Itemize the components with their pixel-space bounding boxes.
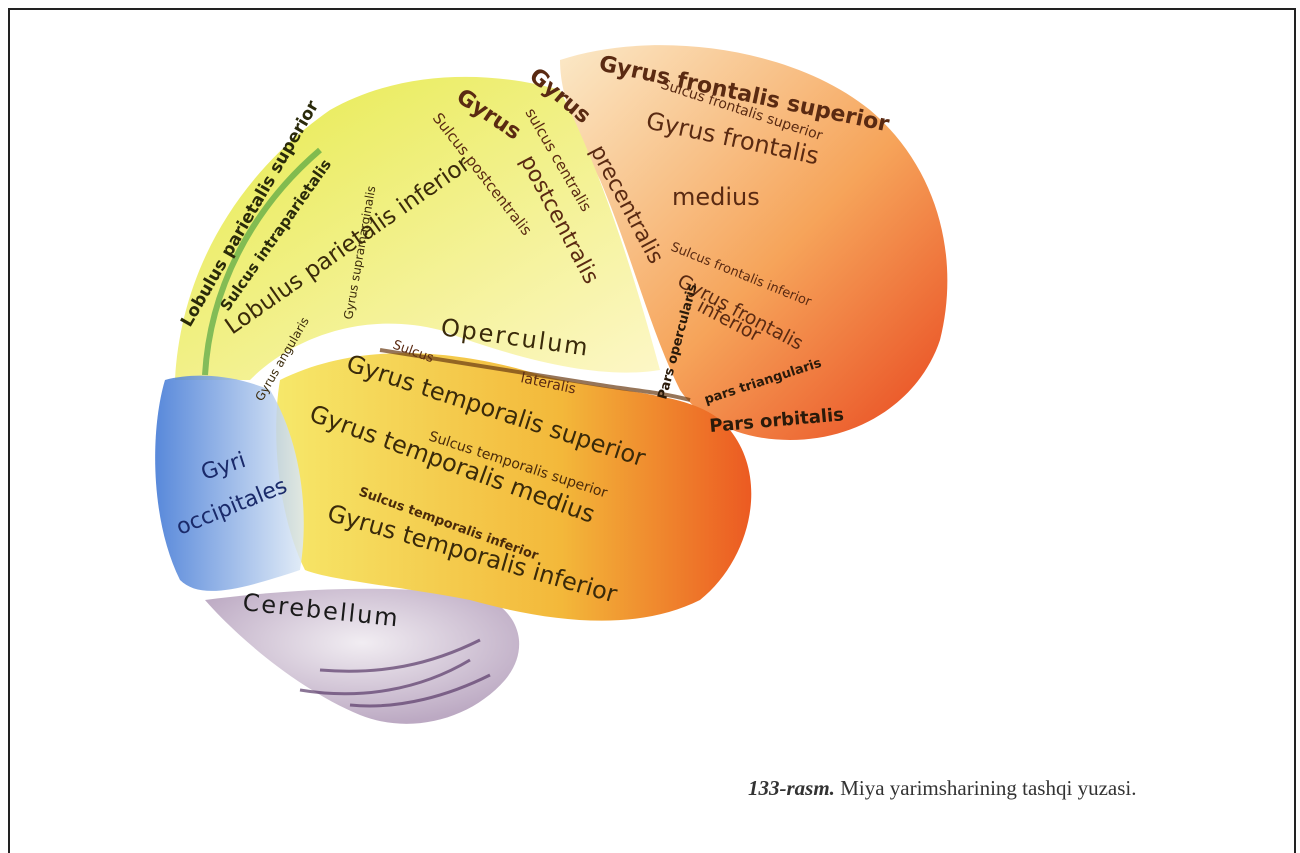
caption-number: 133-rasm. bbox=[748, 776, 835, 800]
caption-text: Miya yarimsharining tashqi yuzasi. bbox=[835, 776, 1137, 800]
label-medius-frontal: medius bbox=[672, 183, 760, 211]
figure-caption: 133-rasm. Miya yarimsharining tashqi yuz… bbox=[748, 776, 1136, 801]
